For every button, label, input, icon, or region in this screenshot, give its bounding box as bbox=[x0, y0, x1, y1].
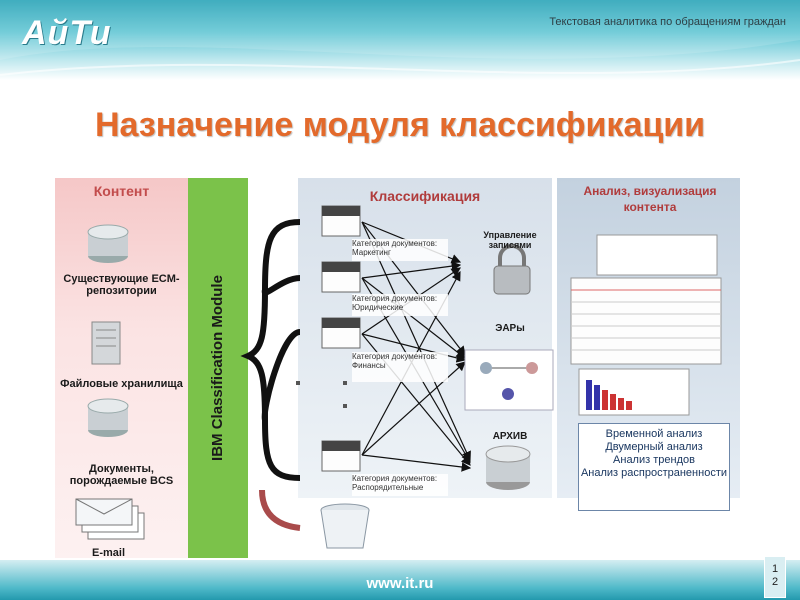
category-label: Категория документов: Юридические bbox=[352, 294, 448, 316]
bullet-dot bbox=[296, 381, 300, 385]
content-item-label: Файловые хранилища bbox=[60, 378, 183, 390]
target-label: Управление записями bbox=[483, 230, 537, 250]
page-number-text: 12 bbox=[771, 563, 779, 588]
category-label: Категория документов: Распорядительные bbox=[352, 474, 448, 496]
category-label: Категория документов: Маркетинг bbox=[352, 239, 448, 261]
bullet-dot bbox=[343, 404, 347, 408]
bar-chart-thumbnail bbox=[578, 368, 690, 416]
header-wave-decoration bbox=[0, 0, 800, 76]
analysis-heading: Анализ, визуализация контента bbox=[583, 184, 717, 214]
classification-heading: Классификация bbox=[369, 188, 481, 204]
analysis-type: Двумерный анализ bbox=[605, 441, 703, 453]
content-item-label: E-mail bbox=[92, 547, 126, 559]
footer-url[interactable]: www.it.ru bbox=[366, 575, 434, 592]
trash-icon bbox=[320, 503, 370, 549]
content-heading: Контент bbox=[93, 183, 150, 199]
database-icon bbox=[87, 398, 129, 437]
footer-band bbox=[0, 560, 800, 600]
report-thumbnail bbox=[570, 234, 722, 365]
bullet-dot bbox=[343, 381, 347, 385]
trash-link bbox=[259, 489, 301, 531]
content-item-label: Существующие ECM-репозитории bbox=[63, 273, 180, 297]
category-label: Категория документов: Финансы bbox=[352, 352, 448, 382]
email-icon bbox=[75, 498, 145, 540]
server-icon bbox=[91, 321, 121, 365]
document-folder-icon bbox=[321, 440, 361, 472]
archive-database-icon bbox=[485, 445, 531, 490]
document-folder-icon bbox=[321, 317, 361, 349]
page-number: 12 bbox=[764, 556, 786, 598]
document-folder-icon bbox=[321, 205, 361, 237]
content-item-label: Документы, порождаемые BCS bbox=[69, 463, 174, 487]
page-title: Назначение модуля классификации bbox=[94, 106, 706, 144]
target-label: ЭАРы bbox=[495, 323, 525, 334]
workflow-icon bbox=[464, 349, 554, 411]
header-title: Текстовая аналитика по обращениям гражда… bbox=[549, 16, 786, 28]
analysis-type: Анализ распространенности bbox=[580, 467, 728, 479]
brace bbox=[240, 219, 301, 481]
analysis-type: Анализ трендов bbox=[613, 454, 695, 466]
company-logo: АйТи bbox=[22, 14, 112, 52]
analysis-types-box: Временной анализ Двумерный анализ Анализ… bbox=[578, 423, 730, 511]
document-folder-icon bbox=[321, 261, 361, 293]
target-label: АРХИВ bbox=[492, 431, 528, 442]
lock-icon bbox=[493, 244, 531, 295]
analysis-type: Временной анализ bbox=[605, 428, 703, 440]
ibm-module-band bbox=[188, 178, 248, 558]
database-icon bbox=[87, 224, 129, 263]
